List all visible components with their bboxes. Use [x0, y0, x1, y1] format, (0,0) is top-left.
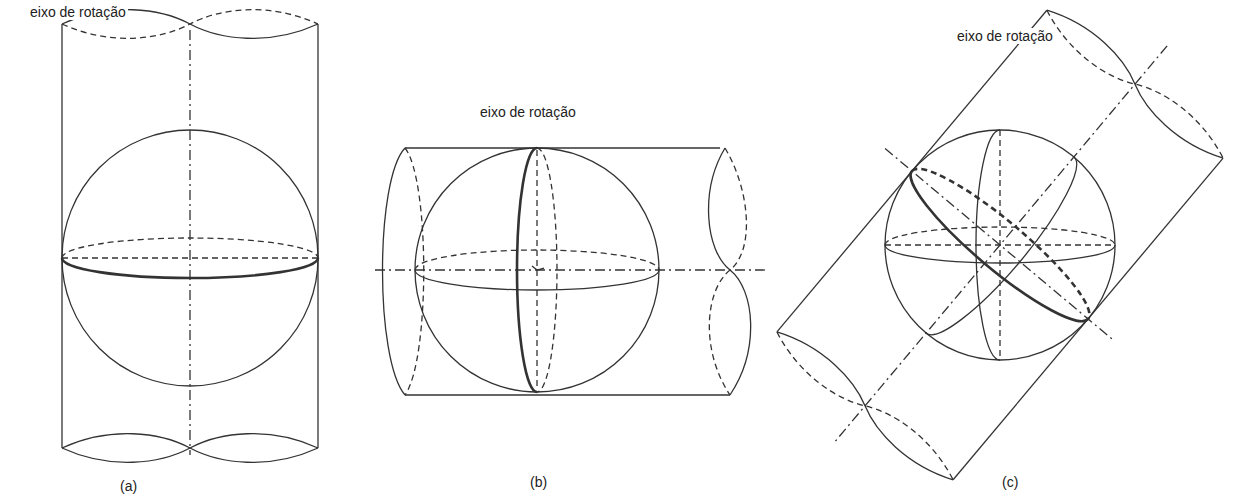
normal-cylinder — [62, 10, 318, 463]
figure-letter: (b) — [528, 474, 549, 490]
figure-letter: (a) — [118, 478, 139, 494]
oblique-cylinder — [718, 0, 1234, 502]
figure-letter: (c) — [1000, 474, 1020, 490]
transverse-cylinder — [375, 148, 765, 395]
axis-label: eixo de rotação — [478, 104, 578, 120]
axis-label: eixo de rotação — [28, 4, 128, 20]
axis-label: eixo de rotação — [955, 28, 1055, 44]
